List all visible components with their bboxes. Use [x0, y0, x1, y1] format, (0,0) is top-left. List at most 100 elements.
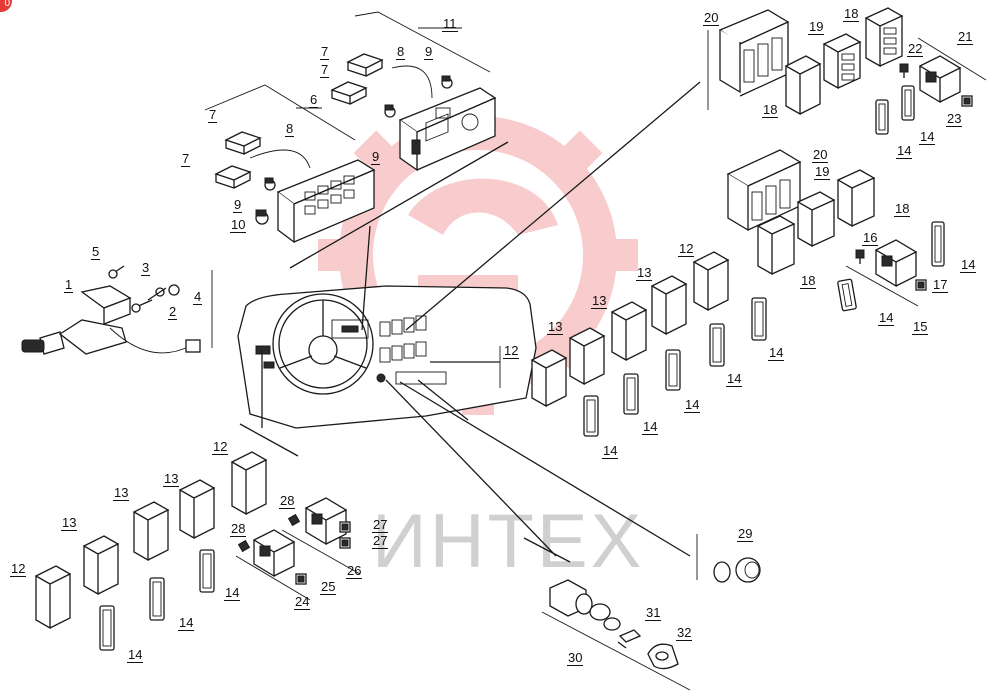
callout-20: 20	[812, 147, 829, 163]
guide-to-right-top	[405, 81, 701, 331]
cover-14-midright	[837, 221, 945, 312]
panel-guide-line	[289, 141, 509, 269]
callout-28: 28	[230, 521, 247, 537]
callout-1: 1	[64, 277, 74, 293]
callout-18: 18	[762, 102, 779, 118]
covers-14-left-row	[99, 549, 215, 651]
callout-2: 2	[168, 304, 178, 320]
key-31	[617, 629, 642, 649]
callout-14: 14	[224, 585, 241, 601]
callout-14: 14	[768, 345, 785, 361]
callout-19: 19	[808, 19, 825, 35]
switch-row-right	[530, 251, 730, 408]
callout-13: 13	[591, 293, 608, 309]
callout-13: 13	[61, 515, 78, 531]
screw-2	[131, 299, 153, 313]
nut-4	[168, 284, 180, 296]
callout-16: 16	[862, 230, 879, 246]
callout-6: 6	[309, 92, 319, 108]
callout-21: 21	[957, 29, 974, 45]
callout-31: 31	[645, 605, 662, 621]
covers-14-right-row	[583, 297, 767, 437]
ignition-switch-30	[549, 579, 621, 631]
callout-4: 4	[193, 289, 203, 305]
rocker-switch-24	[252, 529, 296, 578]
switch-housing-18a	[864, 7, 904, 68]
watermark-text: ИНТЕХ	[372, 499, 645, 584]
wire-8	[391, 65, 433, 99]
group-6-bracket	[204, 84, 356, 141]
callout-14: 14	[178, 615, 195, 631]
lenses-25-27	[295, 521, 351, 585]
callout-27: 27	[372, 517, 389, 533]
rocker-switch-26	[304, 497, 348, 546]
callout-8: 8	[285, 121, 295, 137]
callout-13: 13	[547, 319, 564, 335]
callout-8: 8	[396, 44, 406, 60]
switch-housing-18d	[756, 215, 796, 276]
guide-to-ignition	[385, 379, 557, 557]
callout-18: 18	[843, 6, 860, 22]
bulbs-28	[237, 513, 301, 553]
bulb-9	[255, 75, 453, 225]
dashboard	[237, 285, 537, 429]
washer-3	[147, 287, 167, 301]
switch-frame-20b	[726, 149, 802, 232]
rocker-switch-15	[874, 239, 918, 288]
bulb-16	[855, 249, 865, 264]
switch-row-left	[34, 451, 268, 630]
callout-26: 26	[346, 563, 363, 579]
callout-11: 11	[442, 16, 458, 32]
instrument-panel-6	[276, 159, 376, 244]
callout-12: 12	[10, 561, 27, 577]
switch-housing-19a	[822, 33, 862, 90]
group-11-bracket	[354, 11, 491, 73]
callout-22: 22	[907, 41, 924, 57]
corner-badge: 0	[0, 0, 12, 12]
guide-to-panels	[361, 225, 371, 331]
callout-14: 14	[602, 443, 619, 459]
callout-12: 12	[678, 241, 695, 257]
switch-housing-19b	[796, 191, 836, 248]
callout-24: 24	[294, 594, 311, 610]
callout-28: 28	[279, 493, 296, 509]
callout-14: 14	[127, 647, 144, 663]
clip-7	[214, 53, 384, 189]
switch-housing-18c	[836, 169, 876, 228]
wire-8b	[249, 149, 311, 169]
callout-9: 9	[233, 197, 243, 213]
callout-12: 12	[503, 343, 520, 359]
callout-17: 17	[932, 277, 949, 293]
cover-14-top	[875, 85, 915, 135]
cover-32	[647, 643, 679, 670]
callout-23: 23	[946, 111, 963, 127]
instrument-panel-11	[398, 87, 497, 172]
callout-9: 9	[424, 44, 434, 60]
callout-18: 18	[800, 273, 817, 289]
rocker-switch-21	[918, 55, 962, 104]
lens-17	[915, 279, 927, 291]
callout-30: 30	[567, 650, 584, 666]
callout-14: 14	[919, 129, 936, 145]
callout-19: 19	[814, 164, 831, 180]
guide-to-29	[399, 381, 691, 557]
callout-29: 29	[737, 526, 754, 542]
callout-7: 7	[320, 44, 330, 60]
callout-7: 7	[208, 107, 218, 123]
callout-32: 32	[676, 625, 693, 641]
switch-housing-18b	[784, 55, 822, 116]
callout-14: 14	[642, 419, 659, 435]
callout-9: 9	[371, 149, 381, 165]
callout-12: 12	[212, 439, 229, 455]
callout-13: 13	[113, 485, 130, 501]
screw-5	[108, 265, 125, 279]
lens-23	[961, 95, 973, 107]
callout-7: 7	[320, 62, 330, 78]
callout-20: 20	[703, 10, 720, 26]
callout-13: 13	[163, 471, 180, 487]
knob-29	[713, 557, 761, 583]
callout-14: 14	[726, 371, 743, 387]
callout-25: 25	[320, 579, 337, 595]
